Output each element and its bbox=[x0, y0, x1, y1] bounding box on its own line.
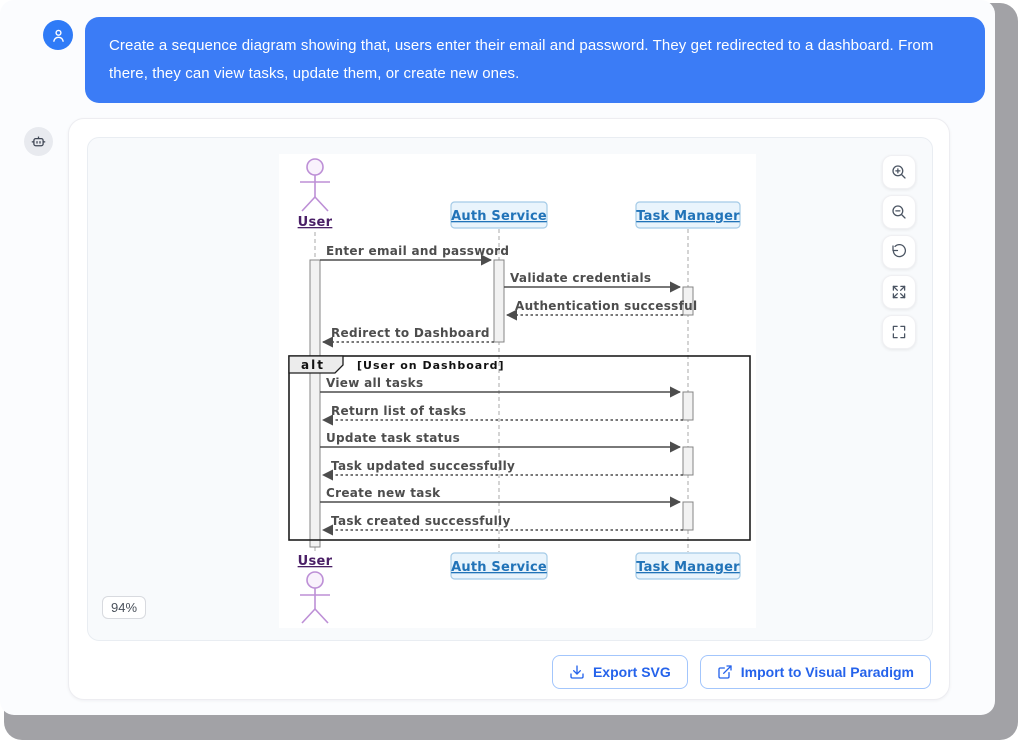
expand-arrows-icon bbox=[892, 285, 906, 299]
message-label: Authentication successful bbox=[515, 299, 697, 313]
participant-auth-label-bottom: Auth Service bbox=[451, 560, 547, 575]
message-label: Update task status bbox=[326, 431, 460, 445]
message-label: Create new task bbox=[326, 486, 441, 500]
zoom-in-button[interactable] bbox=[882, 155, 916, 189]
import-visual-paradigm-label: Import to Visual Paradigm bbox=[740, 664, 914, 680]
response-card: User Auth Service Task Manager bbox=[68, 118, 950, 700]
user-message-bubble: Create a sequence diagram showing that, … bbox=[85, 17, 985, 103]
user-message-text: Create a sequence diagram showing that, … bbox=[109, 37, 934, 82]
message-label: Task updated successfully bbox=[331, 459, 515, 473]
export-svg-button[interactable]: Export SVG bbox=[551, 655, 688, 689]
action-bar: Export SVG Import to Visual Paradigm bbox=[551, 655, 931, 689]
participant-task-top: Task Manager bbox=[635, 201, 741, 229]
download-icon bbox=[570, 665, 584, 679]
message-label: Task created successfully bbox=[331, 514, 511, 528]
zoom-level-badge: 94% bbox=[102, 596, 147, 619]
participant-auth-bottom: Auth Service bbox=[450, 552, 548, 580]
diagram-canvas[interactable]: User Auth Service Task Manager bbox=[279, 154, 756, 628]
message-label: Redirect to Dashboard bbox=[331, 326, 490, 340]
message-label: Validate credentials bbox=[510, 271, 651, 285]
activation-task-2 bbox=[682, 391, 694, 421]
alt-guard: [User on Dashboard] bbox=[357, 359, 505, 372]
actor-user-label: User bbox=[298, 215, 333, 230]
zoom-out-button[interactable] bbox=[882, 195, 916, 229]
activation-task-3 bbox=[682, 446, 694, 476]
sequence-diagram: User Auth Service Task Manager bbox=[288, 158, 751, 624]
export-svg-label: Export SVG bbox=[592, 664, 671, 680]
expand-button[interactable] bbox=[882, 275, 916, 309]
activation-task-1 bbox=[682, 286, 694, 316]
zoom-in-icon bbox=[892, 165, 906, 179]
activation-task-4 bbox=[682, 501, 694, 531]
alt-operator: alt bbox=[301, 358, 325, 372]
actor-user-label-bottom: User bbox=[298, 554, 333, 569]
participant-task-bottom: Task Manager bbox=[635, 552, 741, 580]
participant-auth-top: Auth Service bbox=[450, 201, 548, 229]
message-label: Enter email and password bbox=[326, 244, 509, 258]
fullscreen-button[interactable] bbox=[882, 315, 916, 349]
person-icon bbox=[52, 29, 64, 42]
fullscreen-corners-icon bbox=[892, 325, 906, 339]
viewer-controls bbox=[882, 155, 916, 349]
actor-user-bottom: User bbox=[298, 554, 333, 624]
alt-fragment-header bbox=[288, 355, 344, 374]
alt-fragment-box bbox=[288, 355, 751, 541]
external-link-icon bbox=[718, 665, 732, 679]
participant-task-label-bottom: Task Manager bbox=[636, 560, 740, 575]
activation-auth bbox=[493, 259, 505, 343]
message-label: View all tasks bbox=[326, 376, 423, 390]
participant-auth-label: Auth Service bbox=[451, 209, 547, 224]
user-avatar bbox=[43, 20, 73, 50]
actor-user-top: User bbox=[298, 158, 333, 230]
app-window: Create a sequence diagram showing that, … bbox=[24, 17, 985, 700]
import-visual-paradigm-button[interactable]: Import to Visual Paradigm bbox=[699, 655, 931, 689]
robot-icon bbox=[31, 136, 46, 147]
diagram-viewer-panel: User Auth Service Task Manager bbox=[87, 137, 933, 641]
zoom-out-icon bbox=[892, 205, 906, 219]
bot-avatar bbox=[24, 127, 53, 156]
rotate-ccw-icon bbox=[892, 244, 906, 258]
message-label: Return list of tasks bbox=[331, 404, 466, 418]
participant-task-label: Task Manager bbox=[636, 209, 740, 224]
reset-view-button[interactable] bbox=[882, 235, 916, 269]
activation-user bbox=[309, 259, 321, 548]
